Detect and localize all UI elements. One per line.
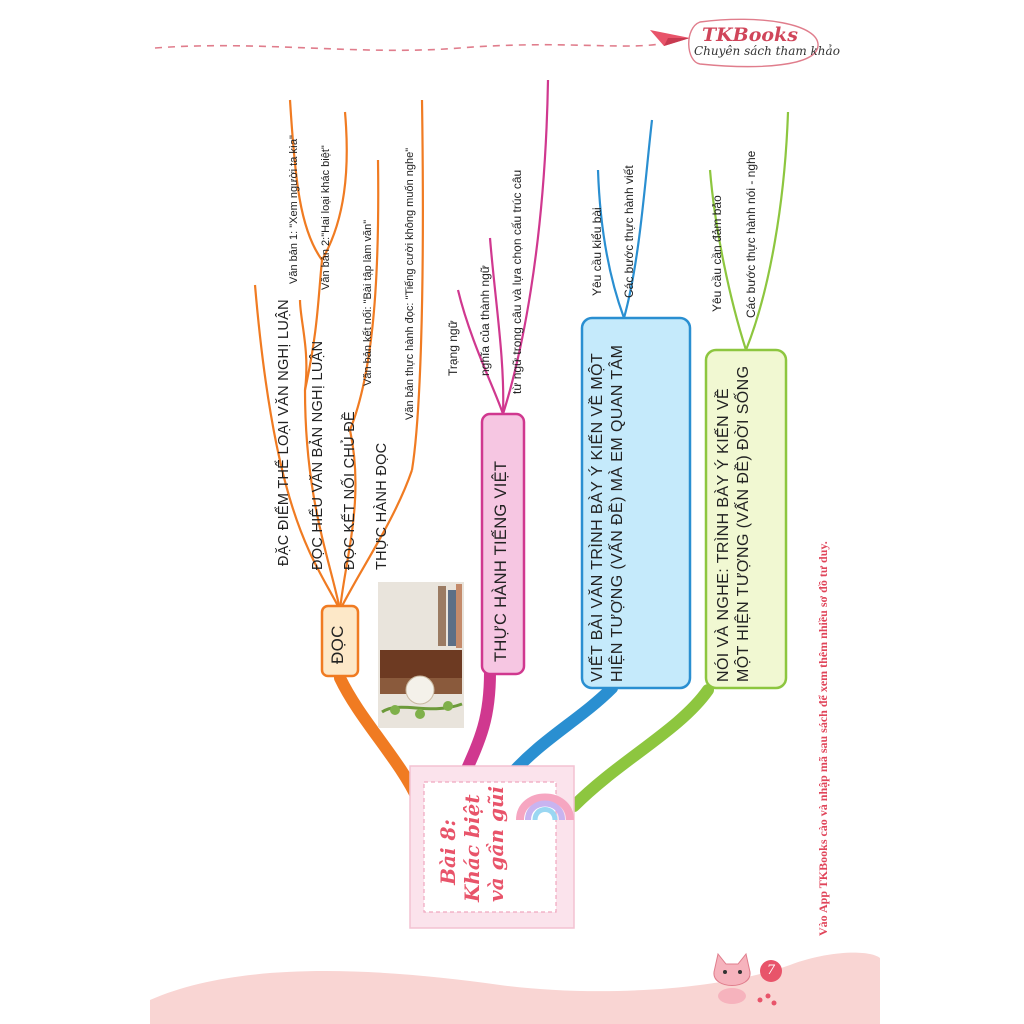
- noi-nghe-label: NÓI VÀ NGHE: TRÌNH BÀY Ý KIẾN VỀ MỘT HIỆ…: [714, 356, 754, 682]
- doc-thuc-hanh: THỰC HÀNH ĐỌC: [374, 443, 390, 570]
- doc-label: ĐỌC: [328, 625, 348, 664]
- doc-ket-noi: ĐỌC KẾT NỐI CHỦ ĐỀ: [342, 411, 358, 570]
- center-title-line3: và gần gũi: [484, 802, 508, 902]
- center-title-line2: Khác biệt: [460, 802, 484, 902]
- tv-nghia-thanh-ngu: nghĩa của thành ngữ: [478, 265, 492, 376]
- center-title: Bài 8: Khác biệt và gần gũi: [436, 802, 508, 902]
- doc-dac-diem: ĐẶC ĐIỂM THỂ LOẠI VĂN NGHỊ LUẬN: [276, 299, 292, 566]
- center-title-line1: Bài 8:: [436, 802, 460, 902]
- doc-vb1: Văn bản 1: "Xem người ta kìa": [288, 135, 300, 284]
- tv-tu-ngu: từ ngữ trong câu và lựa chọn cấu trúc câ…: [510, 170, 524, 394]
- illustration-photo: [378, 582, 464, 728]
- doc-doc-hieu: ĐỌC HIỂU VĂN BẢN NGHỊ LUẬN: [310, 341, 326, 570]
- side-note: Vào App TKBooks cào và nhập mã sau sách …: [816, 541, 831, 936]
- tieng-viet-label: THỰC HÀNH TIẾNG VIỆT: [492, 461, 511, 662]
- doc-vb2: Văn bản 2:"Hai loại khác biệt": [320, 145, 332, 290]
- doc-vb-thuc-hanh: Văn bản thực hành đọc: "Tiếng cười không…: [404, 148, 416, 420]
- page-number: 7: [760, 960, 782, 982]
- branch-tieng-viet-trunk: [462, 672, 490, 780]
- nn-cac-buoc: Các bước thực hành nói - nghe: [744, 151, 758, 318]
- viet-label: VIẾT BÀI VĂN TRÌNH BÀY Ý KIẾN VỀ MỘT HIỆ…: [588, 326, 628, 682]
- tv-trang-ngu: Trạng ngữ: [446, 320, 460, 376]
- brand-tagline: Chuyên sách tham khảo: [694, 44, 840, 58]
- branch-viet-trunk: [508, 688, 612, 778]
- doc-vb-ket-noi: Văn bản kết nối: "Bài tập làm văn": [362, 220, 374, 386]
- header-dashed-line: [155, 44, 660, 50]
- viet-yeu-cau: Yêu cầu kiểu bài: [590, 207, 604, 296]
- brand-logo-text: TKBooks: [702, 24, 798, 46]
- nn-yeu-cau: Yêu cầu cần đảm bảo: [710, 195, 724, 312]
- viet-cac-buoc: Các bước thực hành viết: [622, 165, 636, 298]
